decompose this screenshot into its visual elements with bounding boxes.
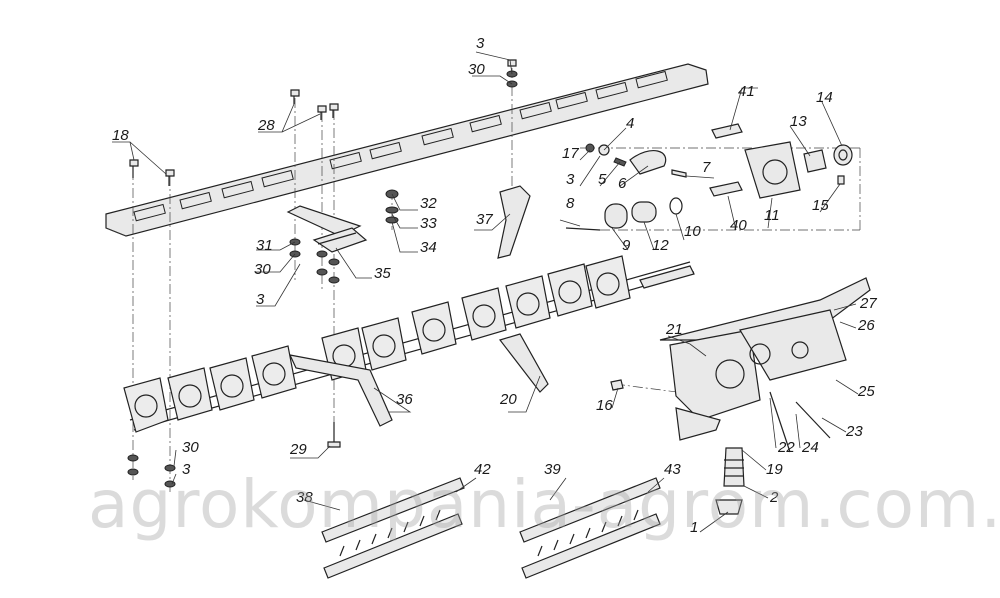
callout-33: 33	[420, 215, 437, 232]
callout-3: 3	[566, 171, 575, 188]
callout-23: 23	[846, 423, 863, 440]
bracket-37	[497, 185, 531, 259]
callout-12: 12	[652, 237, 669, 254]
callout-14: 14	[816, 89, 833, 106]
callout-5: 5	[598, 171, 607, 188]
callout-27: 27	[860, 295, 877, 312]
callout-43: 43	[664, 461, 681, 478]
callout-15: 15	[812, 197, 829, 214]
callout-3: 3	[256, 291, 265, 308]
callout-4: 4	[626, 115, 635, 132]
callout-11: 11	[764, 207, 780, 224]
callout-10: 10	[684, 223, 701, 240]
callout-22: 22	[778, 439, 795, 456]
callout-20: 20	[500, 391, 517, 408]
callout-18: 18	[112, 127, 129, 144]
watermark: agrokompania-agrom.com.ua	[88, 466, 1000, 543]
knife-arms	[288, 333, 549, 427]
callout-37: 37	[476, 211, 493, 228]
callout-30: 30	[468, 61, 485, 78]
callout-34: 34	[420, 239, 437, 256]
callout-42: 42	[474, 461, 491, 478]
gearbox-assembly	[610, 277, 871, 515]
callout-13: 13	[790, 113, 807, 130]
callout-40: 40	[730, 217, 747, 234]
callout-25: 25	[858, 383, 875, 400]
callout-8: 8	[566, 195, 575, 212]
callout-31: 31	[256, 237, 273, 254]
callout-17: 17	[562, 145, 579, 162]
callout-41: 41	[738, 83, 755, 100]
callout-36: 36	[396, 391, 413, 408]
callout-24: 24	[802, 439, 819, 456]
callout-3: 3	[182, 461, 191, 478]
callout-3: 3	[476, 35, 485, 52]
callout-29: 29	[290, 441, 307, 458]
callout-6: 6	[618, 175, 627, 192]
callout-21: 21	[666, 321, 683, 338]
callout-38: 38	[296, 489, 313, 506]
drive-parts	[565, 123, 853, 231]
callout-19: 19	[766, 461, 783, 478]
guard-slots	[133, 70, 668, 222]
bracket-35	[286, 205, 368, 253]
callout-35: 35	[374, 265, 391, 282]
callout-30: 30	[254, 261, 271, 278]
callout-30: 30	[182, 439, 199, 456]
callout-39: 39	[544, 461, 561, 478]
leader-lines	[112, 51, 859, 533]
guard-bar	[105, 63, 709, 237]
knife-assembly-right	[519, 477, 661, 579]
callout-1: 1	[690, 519, 699, 536]
callout-28: 28	[258, 117, 275, 134]
cutter-bar-housings	[123, 255, 695, 433]
callout-9: 9	[622, 237, 631, 254]
knife-assembly-left	[321, 477, 465, 579]
callout-26: 26	[858, 317, 875, 334]
callout-32: 32	[420, 195, 437, 212]
bolts	[127, 59, 518, 488]
callout-2: 2	[770, 489, 779, 506]
callout-16: 16	[596, 397, 613, 414]
callout-7: 7	[702, 159, 711, 176]
